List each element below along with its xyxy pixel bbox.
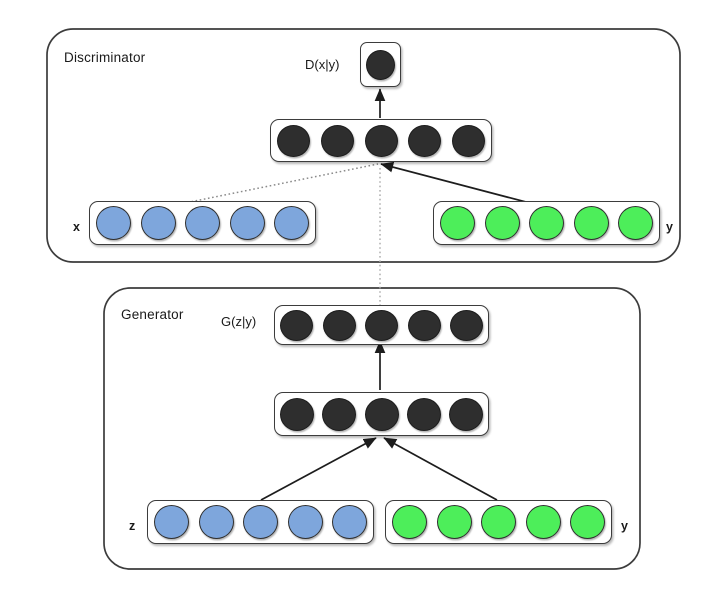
discriminator-output-group[interactable] — [360, 42, 401, 87]
edge-z-to-generator-hidden — [260, 437, 377, 501]
input-node-z[interactable] — [287, 505, 323, 539]
generator-output-node[interactable] — [280, 309, 313, 341]
discriminator-hidden-layer[interactable] — [270, 119, 492, 162]
hidden-node[interactable] — [364, 124, 398, 157]
input-node-x[interactable] — [229, 206, 265, 240]
generator-input-y-layer[interactable] — [385, 500, 612, 544]
input-node-z[interactable] — [243, 505, 278, 539]
input-node-z[interactable] — [154, 505, 189, 539]
input-node-y[interactable] — [440, 206, 475, 240]
input-node-x[interactable] — [140, 206, 176, 240]
input-node-y[interactable] — [573, 206, 609, 240]
input-node-y[interactable] — [618, 206, 653, 240]
generator-output-layer[interactable] — [274, 305, 489, 345]
generator-output-node[interactable] — [322, 309, 356, 341]
edge-y-to-generator-hidden — [383, 437, 498, 501]
input-node-y[interactable] — [484, 206, 520, 240]
hidden-node[interactable] — [320, 124, 354, 157]
hidden-node[interactable] — [280, 397, 314, 431]
generator-input-z-label: z — [129, 519, 136, 533]
hidden-node[interactable] — [277, 124, 310, 157]
input-node-y[interactable] — [436, 505, 472, 539]
input-node-x[interactable] — [274, 206, 309, 240]
discriminator-input-x-layer[interactable] — [89, 201, 316, 245]
discriminator-input-y-layer[interactable] — [433, 201, 660, 245]
generator-hidden-layer[interactable] — [274, 392, 489, 436]
generator-output-node[interactable] — [450, 309, 483, 341]
input-node-x[interactable] — [96, 206, 131, 240]
edge-x-to-discriminator-hidden — [174, 163, 379, 206]
generator-output-node[interactable] — [407, 309, 441, 341]
input-node-z[interactable] — [198, 505, 234, 539]
input-node-y[interactable] — [481, 505, 516, 539]
edge-y-to-discriminator-hidden — [380, 161, 546, 208]
input-node-z[interactable] — [332, 505, 367, 539]
generator-output-node[interactable] — [365, 309, 398, 341]
input-node-y[interactable] — [570, 505, 605, 539]
hidden-node[interactable] — [364, 397, 399, 431]
discriminator-output-label: D(x|y) — [305, 57, 340, 72]
hidden-node[interactable] — [322, 397, 357, 431]
hidden-node[interactable] — [408, 124, 442, 157]
discriminator-input-y-label: y — [666, 220, 673, 234]
discriminator-output-node[interactable] — [366, 49, 395, 80]
discriminator-panel-label: Discriminator — [64, 50, 146, 65]
input-node-y[interactable] — [525, 505, 561, 539]
generator-panel-label: Generator — [121, 307, 184, 322]
generator-input-z-layer[interactable] — [147, 500, 374, 544]
input-node-x[interactable] — [185, 206, 220, 240]
discriminator-input-x-label: x — [73, 220, 80, 234]
input-node-y[interactable] — [529, 206, 564, 240]
hidden-node[interactable] — [449, 397, 483, 431]
generator-output-label: G(z|y) — [221, 314, 257, 329]
generator-input-y-label: y — [621, 519, 628, 533]
hidden-node[interactable] — [452, 124, 485, 157]
input-node-y[interactable] — [392, 505, 427, 539]
hidden-node[interactable] — [406, 397, 441, 431]
